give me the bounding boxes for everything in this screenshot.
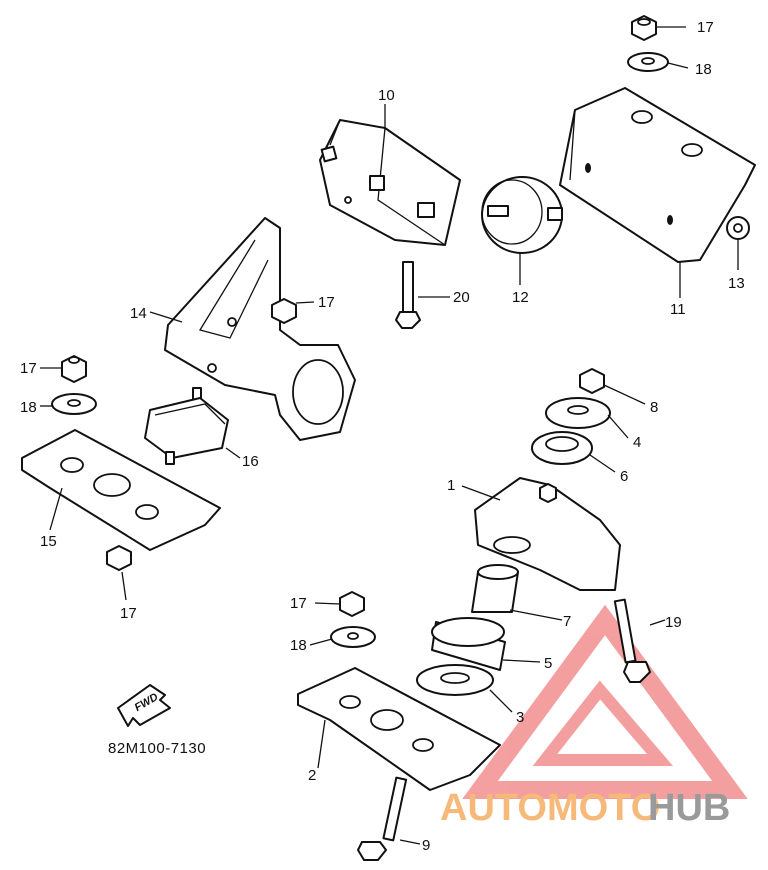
callout-19: 19 xyxy=(665,614,682,631)
callout-16: 16 xyxy=(242,453,259,470)
washer-18-lower xyxy=(330,626,376,648)
horn-12 xyxy=(481,176,563,254)
callout-17: 17 xyxy=(697,19,714,36)
callout-18: 18 xyxy=(20,399,37,416)
diagram-code: 82M100-7130 xyxy=(108,740,206,757)
nut-17-mid xyxy=(271,298,297,324)
callout-17: 17 xyxy=(20,360,37,377)
plate-15 xyxy=(21,429,221,551)
leader-lines xyxy=(40,26,739,845)
damper-16 xyxy=(144,387,229,465)
damper-5 xyxy=(431,617,506,671)
watermark-part-1: AUTOMOTO xyxy=(440,787,660,829)
washer-18-left xyxy=(51,393,97,415)
nut-17-left xyxy=(61,355,87,383)
bracket-14 xyxy=(164,217,356,441)
bushing-6 xyxy=(531,431,593,465)
washer-18-top xyxy=(627,52,669,72)
callout-14: 14 xyxy=(130,305,147,322)
cover-11 xyxy=(559,87,756,263)
callout-18: 18 xyxy=(290,637,307,654)
callout-4: 4 xyxy=(633,434,641,451)
grommet-13 xyxy=(726,216,750,240)
callout-12: 12 xyxy=(512,289,529,306)
callout-5: 5 xyxy=(544,655,552,672)
callout-7: 7 xyxy=(563,613,571,630)
bracket-10 xyxy=(319,119,461,246)
washer-4 xyxy=(545,397,611,429)
collar-7 xyxy=(471,564,519,613)
callout-17: 17 xyxy=(120,605,137,622)
watermark-text: AUTOMOTO HUB xyxy=(440,787,730,829)
bolt-20 xyxy=(395,261,421,329)
callout-13: 13 xyxy=(728,275,745,292)
nut-8 xyxy=(579,368,605,394)
callout-20: 20 xyxy=(453,289,470,306)
callout-18: 18 xyxy=(695,61,712,78)
callout-3: 3 xyxy=(516,709,524,726)
callout-10: 10 xyxy=(378,87,395,104)
bolt-9 xyxy=(357,776,408,861)
watermark-part-2: HUB xyxy=(648,787,730,829)
nut-17-lower-left xyxy=(106,545,132,571)
callout-11: 11 xyxy=(670,301,686,318)
callouts: 17 18 10 12 11 13 20 14 17 17 18 16 15 1… xyxy=(20,19,745,854)
callout-9: 9 xyxy=(422,837,430,854)
fwd-arrow-icon: FWD xyxy=(117,684,171,727)
callout-17: 17 xyxy=(318,294,335,311)
bracket-1 xyxy=(474,477,621,591)
plate-2 xyxy=(297,667,501,791)
washer-3 xyxy=(416,664,494,696)
callout-6: 6 xyxy=(620,468,628,485)
callout-17: 17 xyxy=(290,595,307,612)
callout-1: 1 xyxy=(447,477,455,494)
nut-17-top xyxy=(631,15,657,41)
bolt-19 xyxy=(613,598,651,683)
nut-17-lower xyxy=(339,591,365,617)
callout-15: 15 xyxy=(40,533,57,550)
watermark-logo xyxy=(462,604,748,799)
callout-8: 8 xyxy=(650,399,658,416)
callout-2: 2 xyxy=(308,767,316,784)
